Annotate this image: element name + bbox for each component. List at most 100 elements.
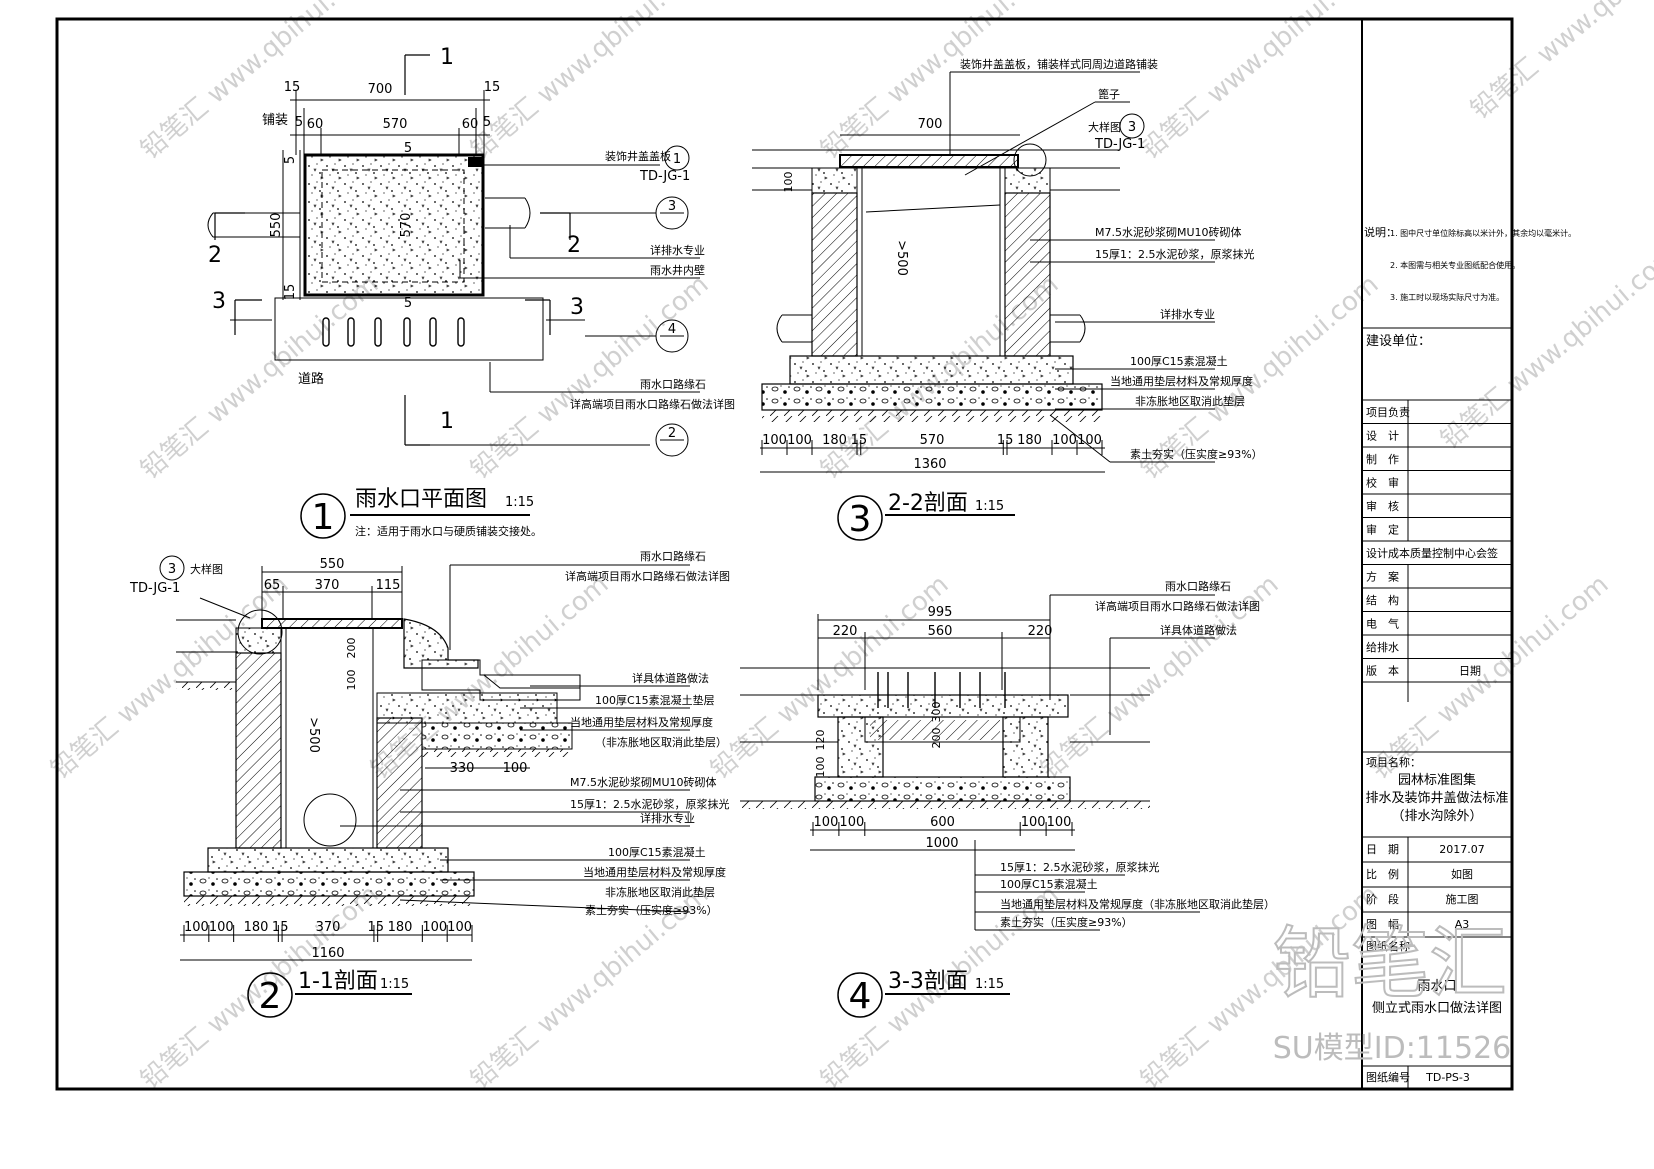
plan-dim-60a: 60 (307, 117, 324, 132)
plan-label-curb-ref: 详高端项目雨水口路缘石做法详图 (570, 397, 735, 411)
s11-dim-65: 65 (264, 578, 281, 593)
s22-dim-seg-6: 180 (1017, 433, 1042, 448)
s11-label-12: 素土夯实（压实度≥93%） (585, 903, 718, 917)
s22-label-4: 详排水专业 (1160, 307, 1215, 321)
s11-dim-seg-4: 370 (316, 920, 341, 935)
tb-row-label-3: 校 审 (1366, 476, 1399, 490)
s22-label-6: 当地通用垫层材料及常规厚度 (1110, 374, 1253, 388)
s22-dim-seg-5: 15 (997, 433, 1014, 448)
tb-row-label-4: 审 核 (1366, 499, 1399, 513)
plan-label-pave: 铺装 (262, 113, 288, 128)
tb-info-label-3: 图 幅 (1366, 918, 1399, 931)
s22-dim-seg-3: 15 (851, 433, 868, 448)
s33-label-5: 当地通用垫层材料及常规厚度（非冻胀地区取消此垫层） (1000, 897, 1275, 911)
section-2-2: 装饰井盖盖板，铺装样式同周边道路铺装 篦子 700 大样图 3 TD-JG-1 … (752, 57, 1263, 541)
s11-label-2: 详具体道路做法 (632, 671, 709, 685)
plan-title-number: 1 (312, 497, 335, 538)
plan-dim-550: 550 (269, 213, 284, 238)
plan-dim-15d: 15 (283, 284, 298, 301)
plan-cover-detail-number: 1 (673, 152, 681, 167)
plan-view: 700 15 15 5 60 570 60 5 5 铺装 1 550 570 5… (207, 45, 735, 539)
s22-dim-total: 1360 (913, 457, 946, 472)
s22-dim-500: >500 (894, 240, 909, 276)
tb-sheet-name-2: 侧立式雨水口做法详图 (1372, 1001, 1502, 1016)
plan-note: 注：适用于雨水口与硬质铺装交接处。 (355, 524, 542, 538)
s11-dim-seg-3: 15 (272, 920, 289, 935)
s22-label-7: 非冻胀地区取消此垫层 (1135, 394, 1245, 408)
s33-dim-200: 200 (930, 728, 943, 749)
tb-sheet-no-label: 图纸编号 (1366, 1070, 1410, 1084)
watermark-text-14: 铅笔汇 www.qbihui.com (1365, 569, 1614, 785)
s22-title: 2-2剖面 (888, 491, 968, 516)
plan-cut-3-right: 3 (570, 295, 584, 320)
watermark-text-12: 铅笔汇 www.qbihui.com (705, 569, 954, 785)
s11-label-11: 非冻胀地区取消此垫层 (605, 885, 715, 899)
plan-dim-5b: 5 (483, 115, 491, 130)
s11-ref-label: 大样图 (190, 562, 223, 576)
s33-dim-300: 300 (930, 702, 943, 723)
tb-project-line-2: 排水及装饰井盖做法标准 (1365, 791, 1508, 806)
tb-note-2: 2. 本图需与相关专业图纸配合使用。 (1390, 260, 1520, 270)
s22-dim-seg-1: 100 (787, 433, 812, 448)
s11-label-0: 雨水口路缘石 (640, 550, 706, 563)
s11-label-1: 详高端项目雨水口路缘石做法详图 (565, 569, 730, 583)
plan-scale: 1:15 (505, 495, 534, 510)
plan-dim-5v: 5 (283, 156, 298, 164)
s11-dim-seg-7: 100 (422, 920, 447, 935)
brand-watermark-id: SU模型ID:11526 (1273, 1031, 1512, 1066)
plan-dim-570: 570 (383, 117, 408, 132)
s33-label-3: 15厚1：2.5水泥砂浆，原浆抹光 (1000, 860, 1160, 874)
s33-label-0: 雨水口路缘石 (1165, 580, 1231, 593)
s11-dim-100v: 100 (345, 670, 358, 691)
tb-sign-row-0: 方 案 (1366, 570, 1399, 584)
plan-dim-700: 700 (368, 82, 393, 97)
s33-dim-seg-4: 100 (1047, 815, 1072, 830)
tb-info-label-2: 阶 段 (1366, 892, 1399, 906)
s11-title-number: 2 (259, 976, 282, 1017)
s11-scale: 1:15 (380, 977, 409, 992)
tb-version: 版 本 (1366, 664, 1399, 678)
brand-watermark-logo: 铅笔汇 (1273, 919, 1507, 1009)
watermark-text-1: 铅笔汇 www.qbihui.com (465, 0, 714, 165)
tb-row-label-1: 设 计 (1366, 430, 1399, 443)
s22-ref-number: 3 (1128, 120, 1136, 135)
tb-info-label-1: 比 例 (1366, 867, 1399, 881)
s33-title-number: 4 (849, 976, 872, 1017)
plan-cut-3-left: 3 (212, 289, 226, 314)
tb-note-3: 3. 施工时以现场实际尺寸为准。 (1390, 292, 1504, 302)
s33-label-4: 100厚C15素混凝土 (1000, 877, 1098, 891)
tb-sign-row-2: 电 气 (1366, 617, 1399, 631)
sheet-frame (55, 17, 1514, 1091)
s22-label-3: 15厚1：2.5水泥砂浆，原浆抹光 (1095, 247, 1255, 261)
tb-row-label-2: 制 作 (1366, 453, 1399, 466)
s33-dim-560: 560 (928, 624, 953, 639)
s22-label-2: M7.5水泥砂浆砌MU10砖砌体 (1095, 225, 1242, 239)
s22-ref-code: TD-JG-1 (1094, 137, 1145, 152)
s11-dim-seg-1: 100 (209, 920, 234, 935)
s22-label-5: 100厚C15素混凝土 (1130, 354, 1228, 368)
s22-dim-seg-0: 100 (762, 433, 787, 448)
s11-dim-500: >500 (306, 717, 321, 753)
s33-dim-seg-0: 100 (814, 815, 839, 830)
s33-dim-220b: 220 (1028, 624, 1053, 639)
s11-label-8: 详排水专业 (640, 811, 695, 825)
watermark-text-3: 铅笔汇 www.qbihui.com (1135, 0, 1384, 165)
s11-dim-330: 330 (450, 761, 475, 776)
s22-dim-seg-7: 100 (1052, 433, 1077, 448)
plan-callout-4: 4 (668, 322, 676, 337)
tb-sign-row-3: 给排水 (1366, 640, 1399, 654)
plan-cut-1-top: 1 (440, 45, 454, 70)
s11-dim-100h: 100 (503, 761, 528, 776)
s11-label-7: 15厚1：2.5水泥砂浆，原浆抹光 (570, 797, 730, 811)
tb-sign-row-1: 结 构 (1366, 593, 1399, 607)
s22-scale: 1:15 (975, 499, 1004, 514)
tb-sheet-name-label: 图纸名称 (1366, 939, 1410, 953)
plan-dim-15b: 15 (484, 80, 501, 95)
tb-info-value-1: 如图 (1451, 867, 1473, 881)
tb-client: 建设单位： (1366, 334, 1431, 349)
watermark-text-5: 铅笔汇 www.qbihui.com (135, 269, 384, 485)
plan-cover-detail-code: TD-JG-1 (639, 169, 690, 184)
s11-dim-seg-5: 15 (368, 920, 385, 935)
plan-cut-2-right: 2 (567, 233, 581, 258)
s33-scale: 1:15 (975, 977, 1004, 992)
